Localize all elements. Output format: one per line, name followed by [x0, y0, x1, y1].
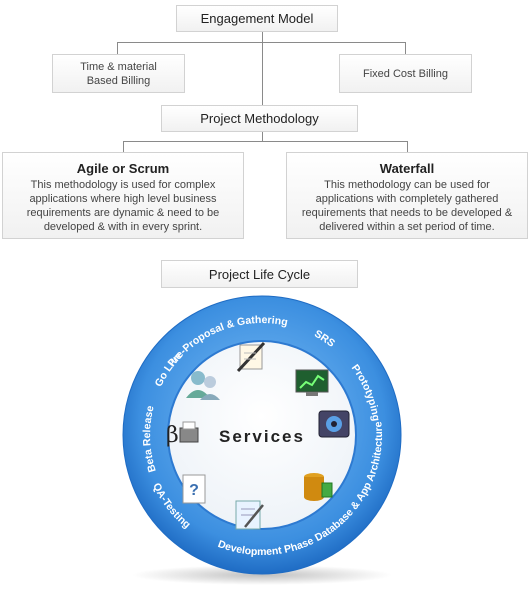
agile-line-3: requirements are dynamic & need to be — [26, 207, 220, 219]
connector-line — [117, 42, 406, 43]
project-methodology-title: Project Methodology — [200, 111, 319, 126]
connector-line — [405, 42, 406, 54]
engagement-model-box: Engagement Model — [176, 5, 338, 32]
waterfall-line-2: applications with completely gathered — [315, 193, 499, 205]
connector-line — [123, 141, 124, 152]
settings-window-icon — [318, 410, 350, 438]
time-material-line-1: Time & material — [80, 60, 157, 73]
project-methodology-box: Project Methodology — [161, 105, 358, 132]
waterfall-title: Waterfall — [379, 161, 435, 176]
waterfall-line-1: This methodology can be used for — [324, 179, 490, 191]
waterfall-box: Waterfall This methodology can be used f… — [286, 152, 528, 239]
users-icon — [186, 371, 220, 400]
svg-text:?: ? — [189, 482, 199, 499]
time-material-line-2: Based Billing — [86, 74, 151, 87]
agile-line-1: This methodology is used for complex — [30, 179, 216, 191]
services-center-label: Services — [219, 427, 305, 446]
connector-line — [407, 141, 408, 152]
svg-text:β: β — [166, 423, 179, 448]
agile-scrum-box: Agile or Scrum This methodology is used … — [2, 152, 244, 239]
connector-line — [262, 31, 263, 42]
time-material-billing-box: Time & material Based Billing — [52, 54, 185, 93]
agile-line-4: developed & with in every sprint. — [43, 221, 203, 233]
screen-chart-icon — [295, 369, 329, 396]
wheel-shadow — [132, 565, 392, 585]
fixed-cost-billing-label: Fixed Cost Billing — [363, 67, 448, 80]
question-doc-icon: ? — [182, 474, 206, 504]
project-life-cycle-box: Project Life Cycle — [161, 260, 358, 288]
stage-icons: ?β — [166, 341, 350, 530]
connector-line — [262, 130, 263, 141]
connector-line — [262, 42, 263, 107]
waterfall-description: This methodology can be used for applica… — [295, 178, 519, 234]
engagement-model-title: Engagement Model — [200, 11, 314, 26]
document-edit-icon — [235, 500, 264, 530]
waterfall-line-3: requirements that needs to be developed … — [301, 207, 513, 219]
waterfall-line-4: delivered within a set period of time. — [319, 221, 495, 233]
agile-line-2: applications where high level business — [29, 193, 217, 205]
outer-ring-edge — [122, 295, 402, 575]
pen-paper-icon — [236, 341, 266, 373]
agile-scrum-title: Agile or Scrum — [76, 161, 170, 176]
connector-line — [123, 141, 408, 142]
agile-scrum-description: This methodology is used for complex app… — [11, 178, 235, 234]
fixed-cost-billing-box: Fixed Cost Billing — [339, 54, 472, 93]
beta-printer-icon: β — [166, 421, 199, 448]
project-life-cycle-title: Project Life Cycle — [208, 266, 311, 282]
connector-line — [117, 42, 118, 54]
database-icon — [304, 473, 333, 501]
